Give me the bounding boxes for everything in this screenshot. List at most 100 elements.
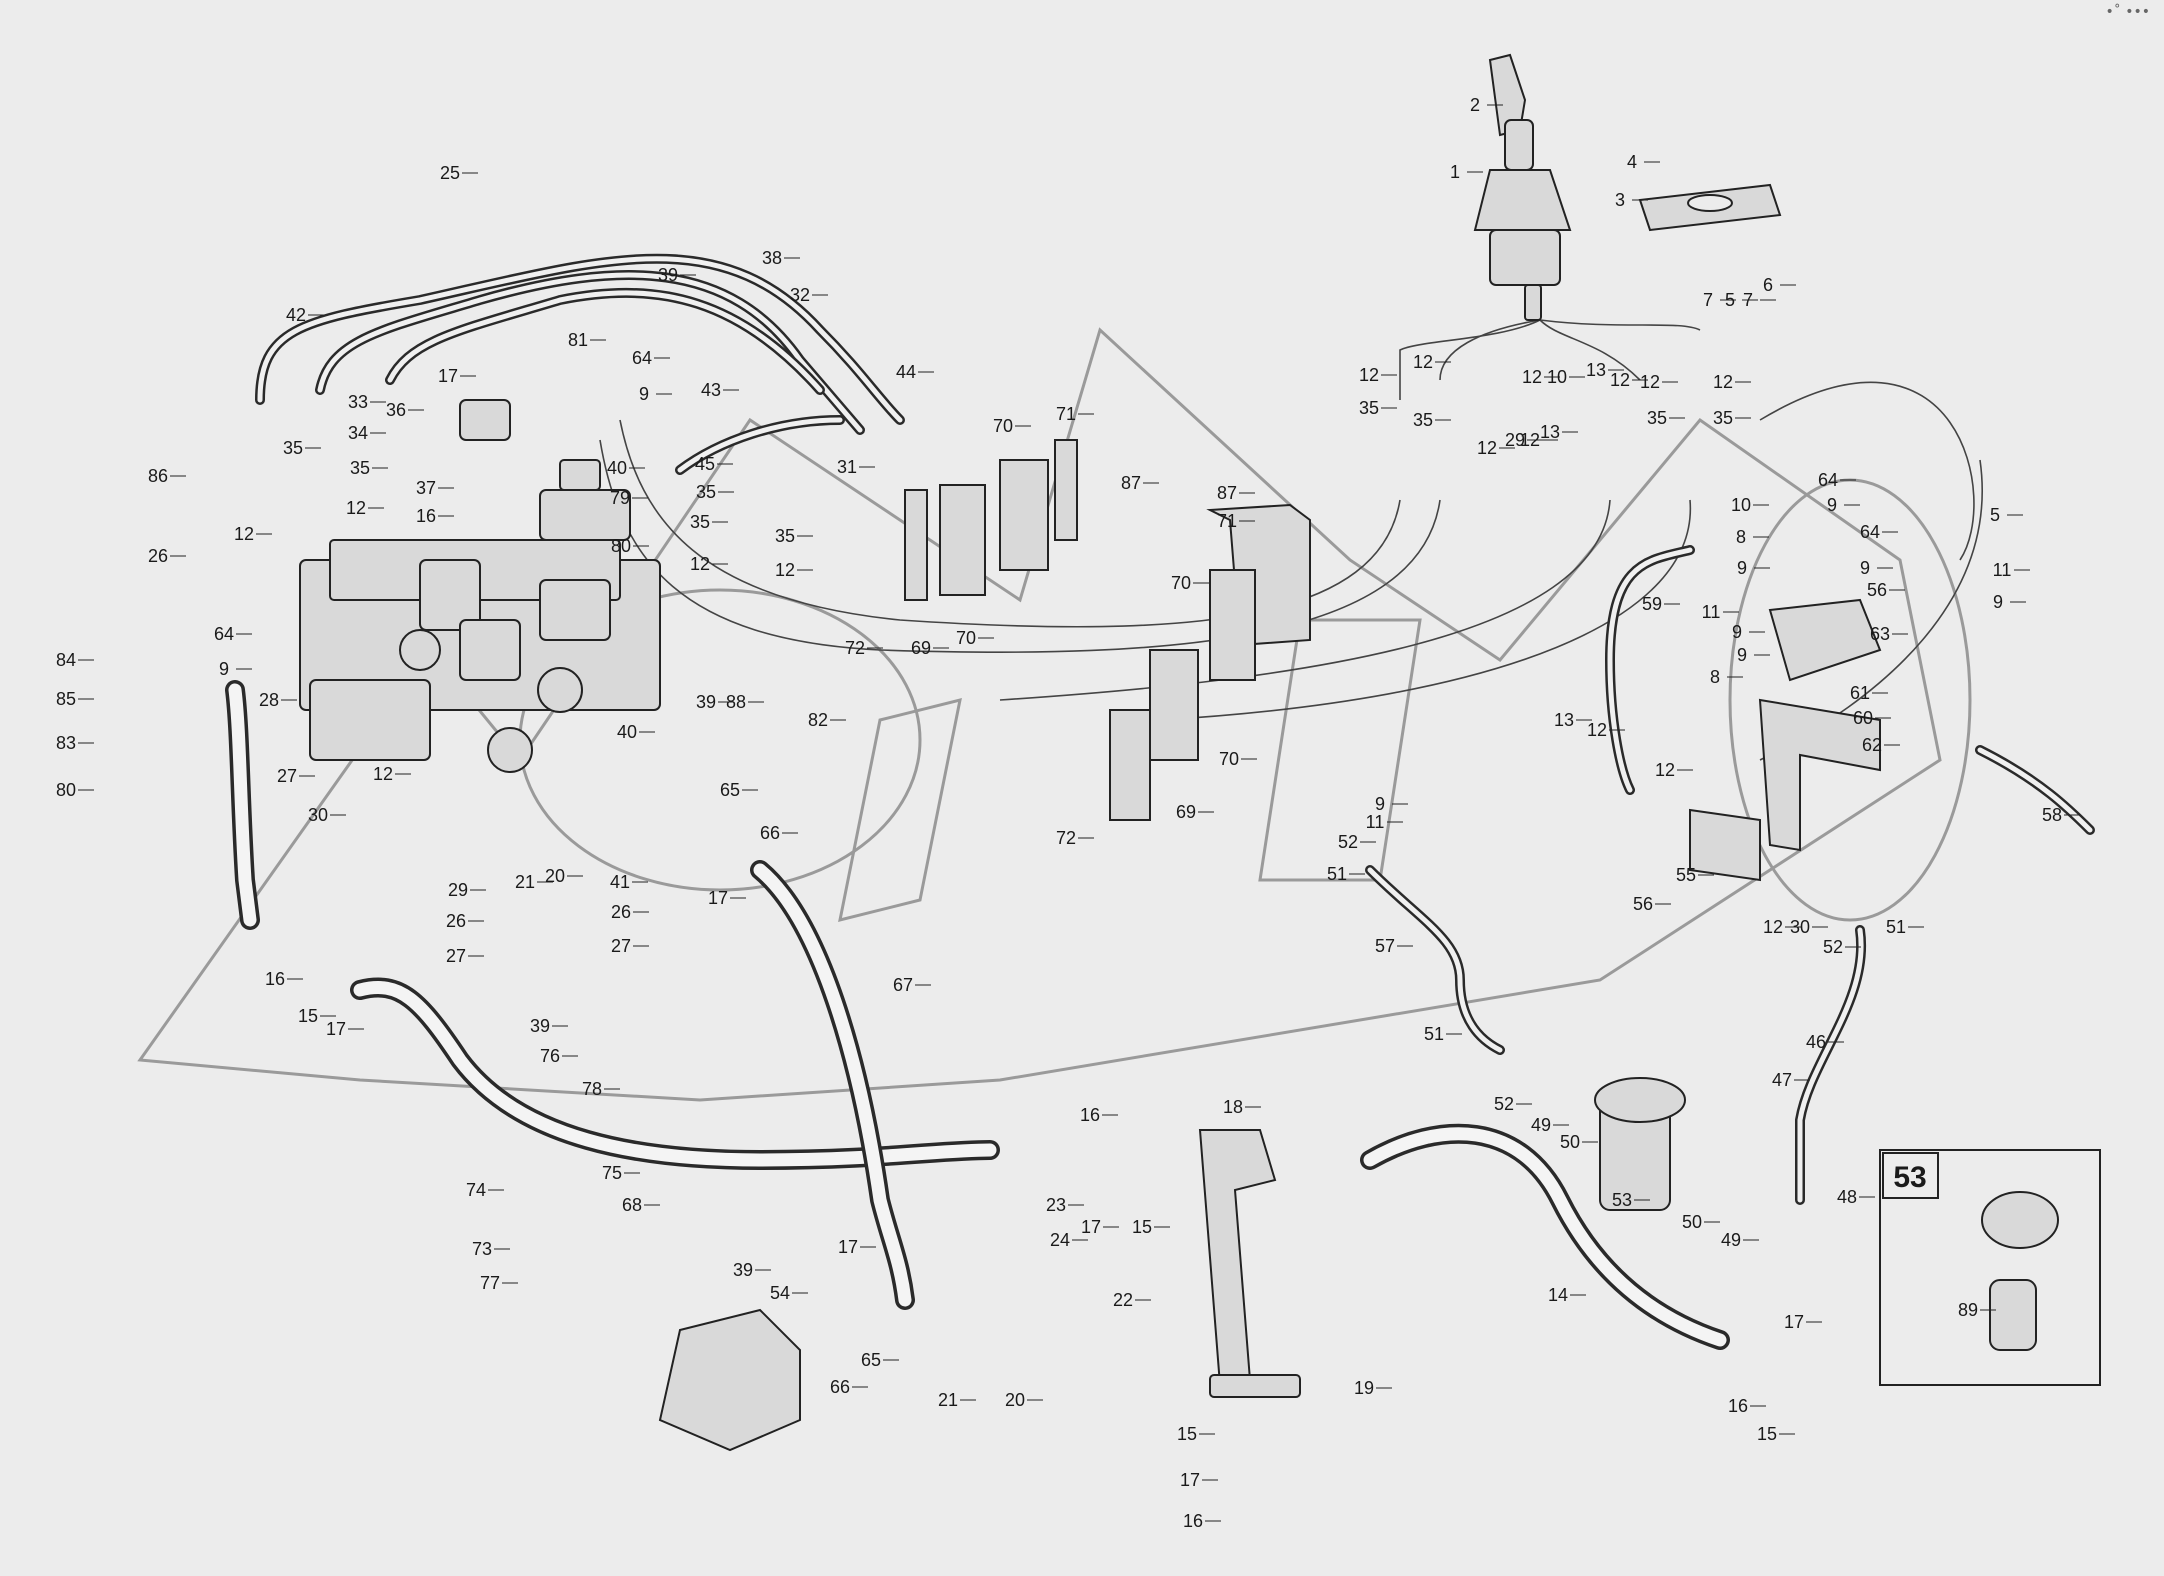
callout-label-p15d: 15 xyxy=(1177,1424,1197,1444)
callout-label-p41: 41 xyxy=(610,872,630,892)
callout-label-p66a: 66 xyxy=(760,823,780,843)
callout-label-p20b: 20 xyxy=(1005,1390,1025,1410)
callout-label-p16d: 16 xyxy=(1728,1396,1748,1416)
callout-label-p18: 18 xyxy=(1223,1097,1243,1117)
callout-label-p71b: 71 xyxy=(1217,511,1237,531)
callout-label-p22: 22 xyxy=(1113,1290,1133,1310)
callout-label-p16a: 16 xyxy=(416,506,436,526)
clamp-blocks xyxy=(904,439,1311,821)
callout-label-p31: 31 xyxy=(837,457,857,477)
callout-label-p9b: 9 xyxy=(1827,495,1837,515)
callout-label-p40a: 40 xyxy=(607,458,627,478)
callout-label-p82: 82 xyxy=(808,710,828,730)
callout-label-p6: 6 xyxy=(1763,275,1773,295)
callout-label-p88: 88 xyxy=(726,692,746,712)
callout-label-p74: 74 xyxy=(466,1180,486,1200)
callout-label-p26c: 26 xyxy=(611,902,631,922)
callout-label-p32: 32 xyxy=(790,285,810,305)
callout-label-p35g: 35 xyxy=(1413,410,1433,430)
callout-label-p35f: 35 xyxy=(1359,398,1379,418)
callout-label-p89: 89 xyxy=(1958,1300,1978,1320)
callout-label-p59: 59 xyxy=(1642,594,1662,614)
callout-label-p39d: 39 xyxy=(733,1260,753,1280)
callout-label-p49b: 49 xyxy=(1721,1230,1741,1250)
callout-label-p12o: 12 xyxy=(1655,760,1675,780)
callout-label-p73: 73 xyxy=(472,1239,492,1259)
callout-label-p54: 54 xyxy=(770,1283,790,1303)
callout-label-p27b: 27 xyxy=(446,946,466,966)
callout-label-p12l: 12 xyxy=(1520,430,1540,450)
callout-label-p64b: 64 xyxy=(1818,470,1838,490)
callout-label-p2: 2 xyxy=(1470,95,1480,115)
callout-label-p80b: 80 xyxy=(56,780,76,800)
callout-label-p15c: 15 xyxy=(1757,1424,1777,1444)
callout-label-p10a: 10 xyxy=(1547,367,1567,387)
callout-label-p43: 43 xyxy=(701,380,721,400)
callout-label-p27c: 27 xyxy=(611,936,631,956)
callout-label-p62: 62 xyxy=(1862,735,1882,755)
callout-label-p70a: 70 xyxy=(993,416,1013,436)
callout-label-p30a: 30 xyxy=(308,805,328,825)
callout-label-p23: 23 xyxy=(1046,1195,1066,1215)
callout-label-p17a: 17 xyxy=(438,366,458,386)
callout-label-p8a: 8 xyxy=(1736,527,1746,547)
callout-label-p49a: 49 xyxy=(1531,1115,1551,1135)
callout-label-p12f: 12 xyxy=(1413,352,1433,372)
callout-label-p51c: 51 xyxy=(1424,1024,1444,1044)
inset-detail-53: 53 xyxy=(1879,1149,2101,1386)
callout-label-p58: 58 xyxy=(2042,805,2062,825)
callout-label-p12i: 12 xyxy=(1610,370,1630,390)
callout-label-p64d: 64 xyxy=(214,624,234,644)
suction-hoses xyxy=(225,680,1730,1350)
corner-menu-icon[interactable]: •˚ ••• xyxy=(2105,4,2150,20)
callout-label-p33: 33 xyxy=(348,392,368,412)
callout-label-p85: 85 xyxy=(56,689,76,709)
callout-label-p7b: 7 xyxy=(1743,290,1753,310)
callout-label-p65a: 65 xyxy=(720,780,740,800)
callout-label-p34: 34 xyxy=(348,423,368,443)
callout-label-p21b: 21 xyxy=(938,1390,958,1410)
callout-label-p29a: 29 xyxy=(1505,430,1525,450)
callout-label-p55: 55 xyxy=(1676,865,1696,885)
callout-label-p39a: 39 xyxy=(658,265,678,285)
callout-label-p35h: 35 xyxy=(1647,408,1667,428)
callout-label-p12p: 12 xyxy=(1763,917,1783,937)
callout-label-p4: 4 xyxy=(1627,152,1637,172)
callout-label-p48: 48 xyxy=(1837,1187,1857,1207)
callout-label-p84: 84 xyxy=(56,650,76,670)
callout-label-p7a: 7 xyxy=(1703,290,1713,310)
callout-label-p79: 79 xyxy=(610,488,630,508)
callout-label-p9i: 9 xyxy=(1375,794,1385,814)
callout-label-p63: 63 xyxy=(1870,624,1890,644)
callout-label-p15b: 15 xyxy=(1132,1217,1152,1237)
callout-label-p26b: 26 xyxy=(446,911,466,931)
inset-number: 53 xyxy=(1893,1161,1926,1194)
callout-label-p42: 42 xyxy=(286,305,306,325)
callout-label-p50b: 50 xyxy=(1682,1212,1702,1232)
callout-label-p71a: 71 xyxy=(1056,404,1076,424)
callout-label-p26a: 26 xyxy=(148,546,168,566)
callout-label-p35b: 35 xyxy=(350,458,370,478)
callout-label-p36: 36 xyxy=(386,400,406,420)
callout-label-p51a: 51 xyxy=(1327,864,1347,884)
callout-label-p5b: 5 xyxy=(1990,505,2000,525)
callout-label-p35i: 35 xyxy=(1713,408,1733,428)
callout-label-p8b: 8 xyxy=(1710,667,1720,687)
callout-label-p51b: 51 xyxy=(1886,917,1906,937)
control-valve-assembly xyxy=(299,399,661,773)
callout-label-p50a: 50 xyxy=(1560,1132,1580,1152)
callout-label-p80a: 80 xyxy=(611,536,631,556)
callout-label-p5: 5 xyxy=(1725,290,1735,310)
callout-label-p1: 1 xyxy=(1450,162,1460,182)
callout-label-p12j: 12 xyxy=(1713,372,1733,392)
callout-label-p24: 24 xyxy=(1050,1230,1070,1250)
callout-label-p70b: 70 xyxy=(1171,573,1191,593)
callout-label-p35a: 35 xyxy=(283,438,303,458)
callout-label-p69a: 69 xyxy=(911,638,931,658)
callout-label-p52b: 52 xyxy=(1823,937,1843,957)
callout-label-p9d: 9 xyxy=(1860,558,1870,578)
joystick-plate xyxy=(1638,183,1782,232)
callout-label-p9f: 9 xyxy=(1732,622,1742,642)
